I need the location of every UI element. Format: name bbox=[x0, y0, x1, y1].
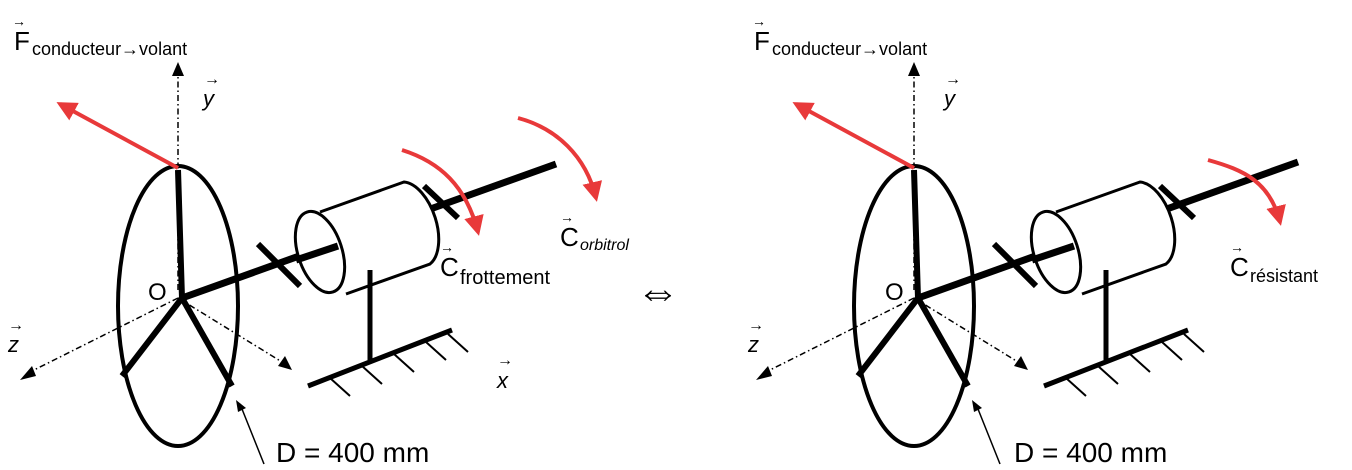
force-vector-arrow: → bbox=[12, 13, 26, 29]
moment-friction-subscript: frottement bbox=[460, 267, 550, 289]
axis-z-label: z bbox=[747, 332, 759, 357]
origin-label: O bbox=[885, 279, 904, 306]
axis-y-label: y bbox=[201, 86, 216, 111]
diameter-leader-arrowhead bbox=[972, 400, 982, 412]
force-label-left: → F conducteur→volant bbox=[12, 13, 187, 59]
bearing-mark-2 bbox=[421, 183, 461, 221]
force-vector-arrow: → bbox=[752, 13, 766, 29]
diameter-leader-right bbox=[975, 403, 1001, 465]
steering-wheel-spokes bbox=[119, 169, 235, 388]
moment-orbitrol-arrow bbox=[517, 116, 603, 202]
force-label-right: → F conducteur→volant bbox=[752, 13, 927, 59]
force-symbol: F bbox=[14, 26, 30, 56]
bearing-cylinder bbox=[1029, 180, 1177, 296]
moment-resistant-subscript: résistant bbox=[1250, 266, 1318, 286]
moment-resistant-vector-arrow: → bbox=[1230, 239, 1244, 255]
moment-orbitrol-vector-arrow: → bbox=[560, 209, 574, 225]
shaft-inside bbox=[294, 242, 340, 264]
bearing-mark-1 bbox=[255, 241, 303, 289]
ground-frame bbox=[307, 327, 469, 397]
panel-right: y → z → bbox=[747, 13, 1318, 468]
force-subscript: conducteur→volant bbox=[32, 39, 187, 59]
axis-z-vector-arrow: → bbox=[8, 317, 24, 334]
steering-wheel-spokes bbox=[855, 169, 971, 388]
panel-left: y → z → x → bbox=[7, 13, 629, 468]
shaft-inside bbox=[1030, 242, 1076, 264]
axis-y-vector-arrow: → bbox=[945, 71, 961, 88]
moment-orbitrol-label: → C orbitrol bbox=[560, 209, 629, 254]
axis-y-label: y bbox=[942, 86, 957, 111]
force-symbol: F bbox=[754, 26, 770, 56]
axis-z-right bbox=[756, 297, 915, 380]
axis-y-arrowhead bbox=[172, 62, 184, 76]
moment-friction-arrow bbox=[401, 148, 484, 236]
axis-x-vector-arrow: → bbox=[497, 352, 513, 369]
diameter-leader-arrowhead bbox=[236, 400, 246, 412]
equivalence-symbol: ⇔ bbox=[636, 267, 680, 316]
diameter-label-left: D = 400 mm bbox=[276, 437, 429, 468]
moment-friction-symbol: C bbox=[440, 252, 459, 282]
moment-orbitrol-symbol: C bbox=[560, 222, 579, 252]
moment-friction-label: → C frottement bbox=[440, 239, 550, 289]
diameter-label-right: D = 400 mm bbox=[1014, 437, 1167, 468]
moment-friction-vector-arrow: → bbox=[440, 239, 454, 255]
bearing-mark-2 bbox=[1157, 183, 1197, 221]
axis-x-arrowhead bbox=[1014, 356, 1028, 370]
axis-z-vector-arrow: → bbox=[748, 317, 764, 334]
axis-z-arrowhead bbox=[20, 366, 36, 380]
bearing-mark-1 bbox=[991, 241, 1039, 289]
moment-orbitrol-subscript: orbitrol bbox=[580, 237, 629, 254]
force-arrow-right bbox=[792, 102, 915, 170]
axis-y-arrowhead bbox=[908, 62, 920, 76]
axis-x-arrowhead bbox=[278, 356, 292, 370]
force-arrow-left bbox=[56, 102, 179, 170]
moment-resistant-symbol: C bbox=[1230, 252, 1249, 282]
ground-frame bbox=[1043, 327, 1205, 397]
axis-y-vector-arrow: → bbox=[204, 71, 220, 88]
bearing-cylinder bbox=[293, 180, 441, 296]
axis-x-left bbox=[177, 297, 292, 370]
axis-z-label: z bbox=[7, 332, 19, 357]
moment-resistant-label: → C résistant bbox=[1230, 239, 1318, 286]
axis-x-right bbox=[913, 297, 1028, 370]
axis-x-label: x bbox=[496, 368, 509, 393]
force-subscript: conducteur→volant bbox=[772, 39, 927, 59]
axis-z-arrowhead bbox=[756, 366, 772, 380]
axis-z-left bbox=[20, 297, 179, 380]
moment-resistant-arrow bbox=[1207, 158, 1286, 226]
diameter-leader-left bbox=[239, 403, 265, 465]
origin-label: O bbox=[148, 279, 167, 306]
